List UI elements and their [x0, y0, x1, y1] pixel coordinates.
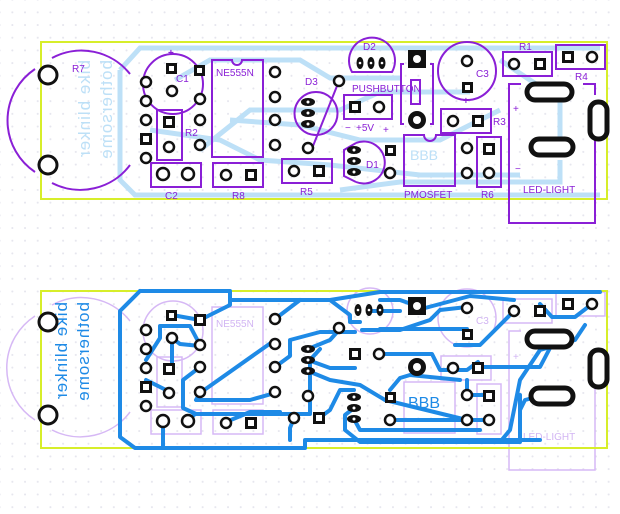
power-connector-5v[interactable]: − +5V +: [343, 94, 393, 136]
d2-label: D2: [363, 42, 376, 53]
power-label: +5V: [356, 123, 374, 134]
r3-resistor[interactable]: R3: [440, 108, 506, 134]
faint-led-label: LED-LIGHT: [523, 432, 575, 443]
r6-resistor[interactable]: R6: [476, 136, 502, 201]
d3-diode[interactable]: D3: [293, 74, 346, 155]
r3-label: R3: [493, 117, 506, 128]
r5-resistor[interactable]: R5: [281, 158, 333, 198]
mirrored-board-text-top: bike blinker bothersome: [75, 60, 116, 160]
copper-bbb-marker: BBB: [408, 395, 440, 412]
r2-resistor[interactable]: R2: [156, 109, 198, 161]
pushbutton[interactable]: PUSHBUTTON: [352, 50, 434, 129]
faint-bbb-marker: BBB: [410, 147, 438, 163]
c1-plus-sign: +: [168, 48, 174, 59]
led-label: LED-LIGHT: [523, 185, 575, 196]
r7-potentiometer[interactable]: R7: [6, 49, 131, 191]
power-minus-sign: −: [345, 123, 351, 134]
r8-resistor[interactable]: R8: [212, 162, 264, 202]
d1-diode[interactable]: D1: [343, 140, 397, 185]
r2-label: R2: [185, 128, 198, 139]
ne555n-ic[interactable]: NE555N: [193, 59, 282, 158]
r4-label: R4: [575, 72, 588, 83]
c3-capacitor[interactable]: C3 +: [437, 41, 497, 107]
r5-label: R5: [300, 187, 313, 198]
r1-resistor[interactable]: R1: [502, 42, 553, 77]
pmosfet-label: PMOSFET: [404, 190, 452, 201]
board-text-line2: bothersome: [97, 60, 116, 160]
led-plus-sign: +: [513, 104, 519, 115]
board-outline-bottom: [40, 290, 608, 449]
c2-label: C2: [165, 191, 178, 202]
left-header-pads: [139, 75, 153, 165]
pushbutton-label: PUSHBUTTON: [352, 84, 421, 95]
c2-capacitor[interactable]: C2: [150, 162, 202, 202]
faint-c3-label: C3: [476, 316, 489, 327]
r6-label: R6: [481, 190, 494, 201]
pmosfet[interactable]: BBB PMOSFET: [403, 134, 474, 201]
board-text-line1: bike blinker: [75, 60, 94, 158]
d1-label: D1: [366, 160, 379, 171]
power-plus-sign: +: [383, 125, 389, 136]
copper-text-line2: bothersome: [74, 302, 93, 402]
d2-diode[interactable]: D2: [348, 36, 396, 73]
r4-resistor[interactable]: R4: [555, 44, 606, 83]
r7-label: R7: [72, 64, 85, 75]
copper-pads: [37, 297, 610, 430]
faint-ic-label: NE555N: [216, 319, 254, 330]
r1-label: R1: [519, 42, 532, 53]
ic-label: NE555N: [216, 68, 254, 79]
c1-label: C1: [176, 74, 189, 85]
c3-label: C3: [476, 69, 489, 80]
faint-led-plus: +: [513, 352, 519, 363]
copper-board-text: bike blinker bothersome: [52, 302, 93, 402]
c3-plus-sign: +: [463, 96, 469, 107]
led-minus-sign: −: [515, 164, 521, 175]
led-light-connector[interactable]: + − LED-LIGHT: [508, 81, 610, 224]
faint-silkscreen: [6, 287, 606, 471]
r8-label: R8: [232, 191, 245, 202]
d3-label: D3: [305, 77, 318, 88]
